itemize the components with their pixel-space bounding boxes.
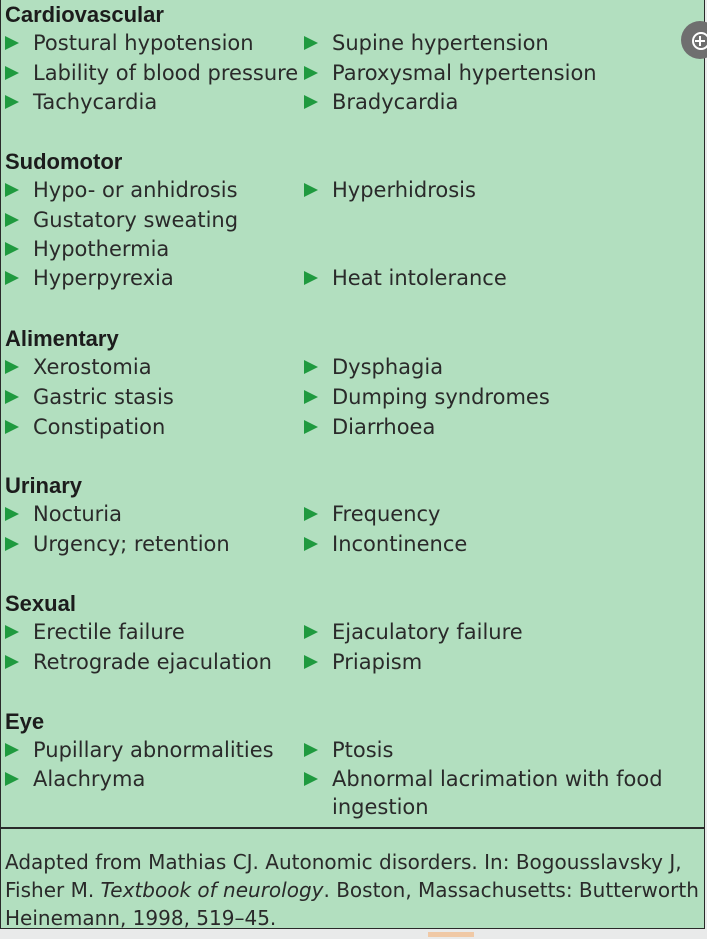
table-body: Cardiovascular Postural hypotension Labi…: [1, 0, 704, 829]
arrow-icon: [304, 772, 318, 786]
section-title-alimentary: Alimentary: [5, 326, 119, 351]
caption-text: Adapted from Mathias CJ. Autonomic disor…: [5, 850, 682, 902]
arrow-icon: [304, 36, 318, 50]
zoom-plus-v: [699, 36, 701, 46]
arrow-icon: [5, 772, 19, 786]
caption-book-title: Textbook of neurology: [100, 878, 324, 902]
section-title-urinary: Urinary: [5, 473, 83, 498]
arrow-icon: [304, 390, 318, 404]
arrow-icon: [304, 95, 318, 109]
arrow-icon: [304, 66, 318, 80]
arrow-icon: [5, 743, 19, 757]
arrow-icon: [5, 183, 19, 197]
arrow-icon: [5, 95, 19, 109]
arrow-icon: [304, 360, 318, 374]
scroll-indicator: [428, 932, 474, 937]
arrow-icon: [5, 390, 19, 404]
arrow-icon: [5, 507, 19, 521]
arrow-icon: [304, 625, 318, 639]
section-title-sudomotor: Sudomotor: [5, 149, 123, 174]
arrow-icon: [304, 537, 318, 551]
arrow-icon: [5, 625, 19, 639]
zoom-ring: [692, 32, 707, 50]
arrow-icon: [304, 507, 318, 521]
arrow-icon: [304, 183, 318, 197]
arrow-icon: [5, 213, 19, 227]
arrow-icon: [5, 537, 19, 551]
caption-text-end: . Boston, Massachusetts: Butterworth Hei…: [5, 878, 699, 930]
arrow-icon: [304, 743, 318, 757]
arrow-icon: [5, 271, 19, 285]
arrow-icon: [5, 360, 19, 374]
section-title-sexual: Sexual: [5, 591, 76, 616]
zoom-in-icon[interactable]: [681, 21, 707, 59]
section-title-cardiovascular: Cardiovascular: [5, 2, 164, 27]
arrow-icon: [304, 420, 318, 434]
arrow-icon: [5, 420, 19, 434]
arrow-icon: [5, 242, 19, 256]
arrow-icon: [5, 655, 19, 669]
arrow-icon: [304, 271, 318, 285]
arrow-icon: [5, 66, 19, 80]
section-title-eye: Eye: [5, 709, 45, 734]
arrow-icon: [304, 655, 318, 669]
source-caption: Adapted from Mathias CJ. Autonomic disor…: [5, 848, 705, 932]
arrow-icon: [5, 36, 19, 50]
